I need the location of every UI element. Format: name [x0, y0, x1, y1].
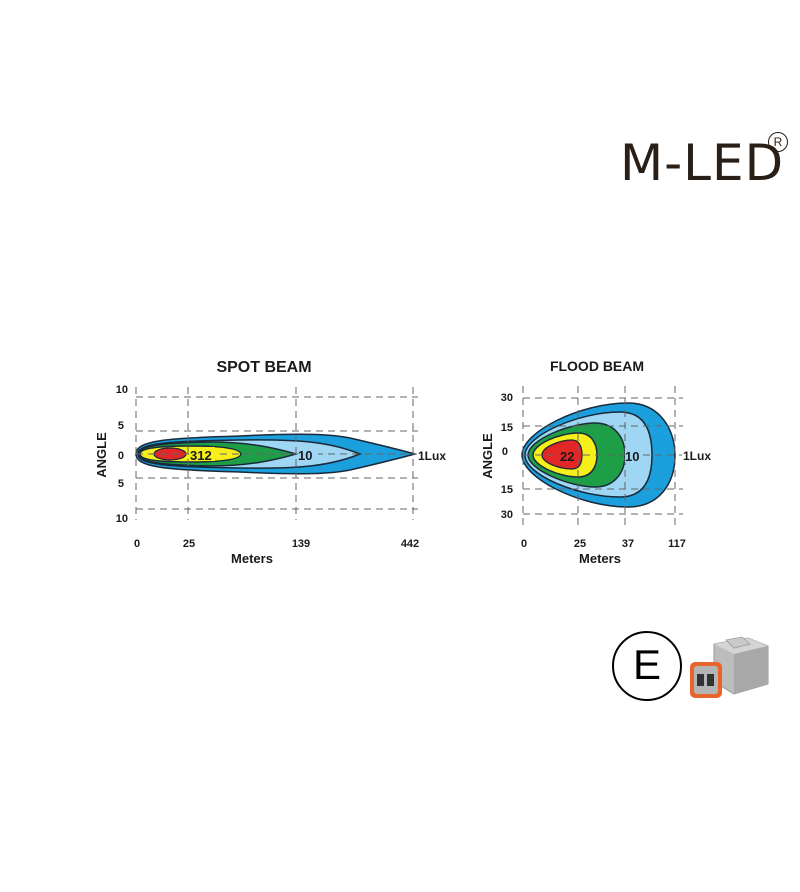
spot-beam-chart: SPOT BEAM 312 10 1Lux 10 5 0 5: [94, 359, 451, 566]
spot-xlabel: Meters: [231, 551, 273, 566]
brand-logo: M-LED: [620, 134, 785, 192]
spot-beam-title: SPOT BEAM: [216, 359, 311, 376]
spot-ytick: 0: [118, 450, 124, 462]
spot-label-1lux: 1Lux: [418, 449, 446, 463]
spot-label-312: 312: [190, 448, 212, 463]
spot-ytick: 5: [118, 420, 124, 432]
spot-ytick: 10: [116, 384, 128, 396]
flood-xtick: 25: [574, 538, 586, 550]
connector-icon: [690, 636, 769, 698]
flood-label-10: 10: [625, 449, 639, 464]
spot-label-10: 10: [298, 448, 312, 463]
flood-xtick: 37: [622, 538, 634, 550]
spot-grid: [135, 387, 418, 520]
spot-ytick: 10: [116, 513, 128, 525]
registered-mark-icon: R: [768, 132, 788, 152]
flood-ytick: 0: [502, 446, 508, 458]
flood-beam-chart: FLOOD BEAM 22 10 1Lux 30 15 0 15 30 ANGL…: [480, 358, 718, 566]
flood-ytick: 15: [501, 484, 513, 496]
flood-label-22: 22: [560, 449, 574, 464]
flood-grid: [522, 386, 683, 526]
spot-xtick: 442: [401, 538, 419, 550]
flood-xtick: 0: [521, 538, 527, 550]
flood-label-1lux: 1Lux: [683, 449, 711, 463]
spot-xtick: 139: [292, 538, 310, 550]
spot-xtick: 0: [134, 538, 140, 550]
flood-ytick: 30: [501, 509, 513, 521]
flood-ylabel: ANGLE: [480, 433, 495, 479]
flood-xlabel: Meters: [579, 551, 621, 566]
flood-xtick: 117: [668, 538, 686, 550]
spot-xtick: 25: [183, 538, 195, 550]
spot-ylabel: ANGLE: [94, 432, 109, 478]
spot-zone-red: [153, 447, 187, 461]
flood-ytick: 30: [501, 392, 513, 404]
flood-beam-title: FLOOD BEAM: [550, 358, 644, 374]
spot-ytick: 5: [118, 478, 124, 490]
e-mark-badge: E: [612, 631, 682, 701]
flood-ytick: 15: [501, 422, 513, 434]
